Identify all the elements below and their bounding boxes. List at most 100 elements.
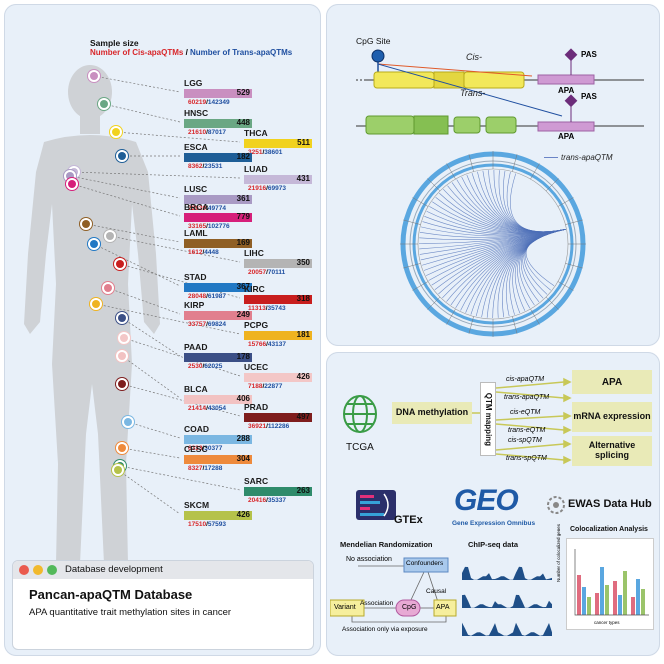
window-label: Database development [65,564,163,575]
cancer-label-paad: PAAD 178 2530/62025 [184,342,254,370]
sample-size-bar: 367 [184,282,252,292]
geo-subtitle: Gene Expression Omnibus [452,520,536,527]
pair-3-cis: cis-spQTM [508,437,542,444]
apaqtm-counts: 11313/35743 [248,305,286,312]
cancer-abbr: LIHC [244,248,264,258]
apaqtm-counts: 33165/102776 [188,223,230,230]
sample-size-bar: 350 [244,258,312,268]
trans-count: 69973 [267,185,286,192]
organ-dot-lihc[interactable] [106,232,114,240]
pair-1-cis: cis-apaQTM [506,376,545,383]
cancer-abbr: UCEC [244,362,269,372]
circos-legend-label: trans-apaQTM [561,153,613,162]
coloc-bars [574,549,649,616]
organ-dot-kirc[interactable] [116,260,124,268]
tcga-globe-icon [343,395,377,433]
cancer-abbr: COAD [184,424,210,434]
apaqtm-counts: 33757/69824 [188,321,226,328]
organ-dot-esca[interactable] [118,152,126,160]
organ-dot-blca[interactable] [118,352,126,360]
organ-dot-ucec[interactable] [120,334,128,342]
trans-count: 112286 [267,423,290,430]
cancer-abbr: PCPG [244,320,269,330]
cis-count: 17510 [188,521,207,528]
sample-size-value: 318 [296,294,310,303]
organ-dot-luad[interactable] [70,168,78,176]
sample-size-bar: 169 [184,238,252,248]
circos-legend: trans-apaQTM [544,153,613,162]
organ-dot-coad[interactable] [124,418,132,426]
cancer-label-ucec: UCEC 426 7188/22877 [244,362,314,390]
sample-size-bar: 361 [184,194,252,204]
apaqtm-counts: 60219/142349 [188,99,230,106]
cancer-label-pcpg: PCPG 181 15766/43137 [244,320,314,348]
organ-dot-hnsc[interactable] [100,100,108,108]
db-subtitle: APA quantitative trait methylation sites… [29,607,232,618]
organ-dot-cesc[interactable] [118,444,126,452]
minimize-dot-icon[interactable] [33,565,43,575]
trans-label: Trans- [460,88,486,98]
sample-size-bar: 448 [184,118,252,128]
cis-label: Cis- [466,52,482,62]
organ-dot-pcpg[interactable] [92,300,100,308]
organ-dot-lusc[interactable] [66,172,74,180]
sample-size-value: 249 [236,310,250,319]
splicing-target-box: Alternative splicing [572,436,652,466]
trans-count: 69824 [207,321,226,328]
organ-dot-thca[interactable] [112,128,120,136]
cis-count: 8362 [188,163,203,170]
organ-dot-stad[interactable] [90,240,98,248]
cis-count: 33757 [188,321,207,328]
trans-count: 87017 [207,129,226,136]
apaqtm-counts: 21916/69973 [248,185,286,192]
db-title: Pancan-apaQTM Database [29,587,193,602]
sample-size-value: 426 [236,510,250,519]
legend-cis: Number of Cis-apaQTMs [90,48,184,57]
trans-count: 43137 [267,341,286,348]
cis-count: 21610 [188,129,207,136]
organ-dot-lgg[interactable] [90,72,98,80]
cancer-label-lgg: LGG 529 60219/142349 [184,78,254,106]
sample-size-value: 361 [236,194,250,203]
apaqtm-counts: 6333/30377 [188,445,223,452]
sample-size-value: 181 [296,330,310,339]
organ-dot-paad[interactable] [118,314,126,322]
organ-dot-brca[interactable] [68,180,76,188]
organ-dot-skcm[interactable] [114,466,122,474]
sample-size-bar: 779 [184,212,252,222]
cancer-abbr: BLCA [184,384,208,394]
cancer-label-esca: ESCA 182 8362/23531 [184,142,254,170]
cis-count: 11313 [248,305,266,312]
cis-count: 7188 [248,383,263,390]
mrna-target-box: mRNA expression [572,402,652,432]
cancer-abbr: STAD [184,272,207,282]
cancer-abbr: PAAD [184,342,208,352]
cancer-abbr: BRCA [184,202,209,212]
cis-count: 36921 [248,423,267,430]
cis-count: 20057 [248,269,267,276]
sample-size-value: 511 [297,138,310,147]
sample-size-value: 529 [236,88,250,97]
organ-dot-prad[interactable] [118,380,126,388]
close-dot-icon[interactable] [19,565,29,575]
apaqtm-counts: 21610/87017 [188,129,226,136]
mr-cpg: CpG [402,604,417,611]
cancer-label-thca: THCA 511 3251/38601 [244,128,314,156]
cpg-site-label: CpG Site [356,36,391,46]
sample-size-bar: 497 [244,412,312,422]
cancer-label-luad: LUAD 431 21916/69973 [244,164,314,192]
apa-target-box: APA [572,370,652,394]
cis-count: 3251 [248,149,263,156]
organ-dot-kirp[interactable] [104,284,112,292]
trans-count: 38601 [264,149,283,156]
sample-size-value: 448 [236,118,250,127]
sample-size-bar: 511 [244,138,312,148]
pas-label-1: PAS [581,50,597,59]
maximize-dot-icon[interactable] [47,565,57,575]
window-titlebar: Database development [13,561,313,579]
sample-size-bar: 249 [184,310,252,320]
organ-dot-laml[interactable] [82,220,90,228]
right-bottom-panel: TCGA DNA methylation QTM mapping cis-apa… [326,352,660,656]
cis-count: 20416 [248,497,267,504]
mr-no-association: No association [346,556,392,563]
